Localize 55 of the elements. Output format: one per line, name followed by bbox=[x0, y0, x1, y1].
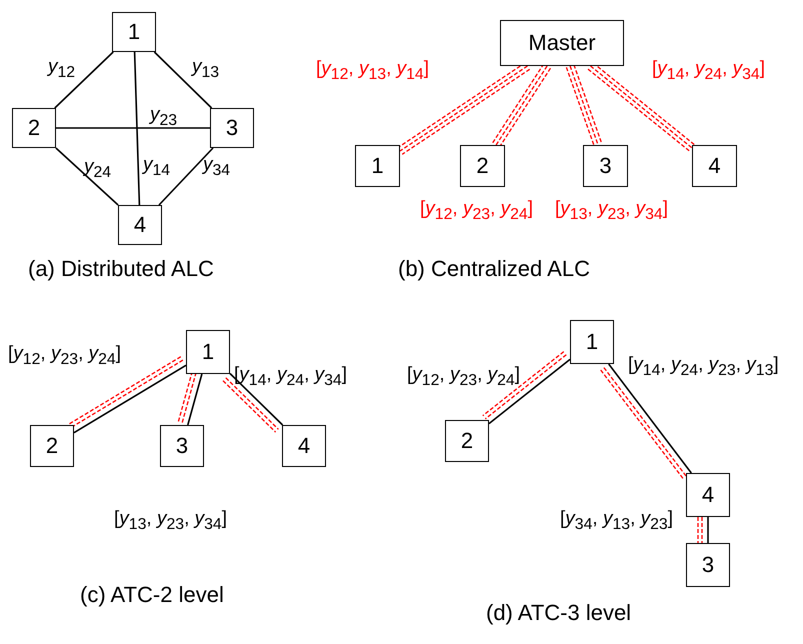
edge-label: y$_{24}$ bbox=[84, 156, 112, 182]
connector-line bbox=[134, 52, 140, 206]
node-box: 3 bbox=[583, 145, 628, 187]
dashed-line bbox=[697, 516, 703, 544]
connector-line bbox=[187, 374, 203, 426]
caption: (a) Distributed ALC bbox=[28, 256, 214, 282]
edge-label: y$_{34}$ bbox=[203, 154, 230, 180]
dashed-line bbox=[68, 356, 184, 428]
connector-line bbox=[74, 364, 186, 434]
connector-line bbox=[55, 147, 119, 206]
connector-line bbox=[158, 147, 214, 206]
node-box: 3 bbox=[210, 108, 254, 148]
node-box: 2 bbox=[445, 420, 489, 462]
connector-line bbox=[488, 358, 570, 424]
edge-label: [y$_{12}$, y$_{13}$, y$_{14}$] bbox=[316, 58, 430, 84]
node-box: 1 bbox=[570, 320, 614, 364]
edge-label: [y$_{13}$, y$_{23}$, y$_{34}$] bbox=[555, 198, 668, 224]
dashed-line bbox=[566, 64, 602, 147]
node-box: 3 bbox=[686, 543, 730, 587]
edge-label: y$_{12}$ bbox=[48, 56, 76, 82]
dashed-line bbox=[492, 63, 552, 148]
node-box: 2 bbox=[30, 425, 74, 467]
edge-label: [y$_{12}$, y$_{23}$, y$_{24}$] bbox=[407, 364, 520, 390]
connector-line bbox=[154, 51, 212, 109]
dashed-line bbox=[600, 366, 688, 480]
node-box: 1 bbox=[355, 145, 400, 187]
node-box: 2 bbox=[460, 145, 505, 187]
dashed-line bbox=[482, 350, 567, 420]
node-box: 1 bbox=[112, 12, 156, 52]
node-box: Master bbox=[500, 20, 624, 66]
caption: (b) Centralized ALC bbox=[398, 256, 590, 282]
node-box: 1 bbox=[186, 330, 230, 374]
connector-line bbox=[229, 372, 284, 426]
node-box: 4 bbox=[282, 425, 326, 467]
connector-line bbox=[707, 517, 709, 543]
dashed-line bbox=[222, 377, 280, 433]
caption: (d) ATC-3 level bbox=[486, 600, 632, 626]
node-box: 4 bbox=[118, 205, 162, 245]
node-box: 3 bbox=[160, 425, 204, 467]
node-box: 2 bbox=[12, 108, 56, 148]
edge-label: [y$_{13}$, y$_{23}$, y$_{34}$] bbox=[114, 508, 228, 534]
edge-label: [y$_{14}$, y$_{24}$, y$_{23}$, y$_{13}$] bbox=[628, 354, 779, 380]
connector-line bbox=[54, 51, 114, 109]
node-box: 4 bbox=[686, 473, 730, 517]
caption: (c) ATC-2 level bbox=[80, 582, 224, 608]
connector-line bbox=[608, 364, 692, 474]
edge-label: [y$_{14}$, y$_{24}$, y$_{34}$] bbox=[652, 58, 766, 84]
connector-line bbox=[56, 127, 210, 129]
edge-label: [y$_{12}$, y$_{23}$, y$_{24}$] bbox=[8, 343, 122, 369]
edge-label: y$_{23}$ bbox=[150, 104, 178, 130]
node-box: 4 bbox=[692, 145, 737, 187]
edge-label: [y$_{34}$, y$_{13}$, y$_{23}$] bbox=[560, 508, 674, 534]
edge-label: [y$_{12}$, y$_{23}$, y$_{24}$] bbox=[420, 198, 534, 224]
edge-label: y$_{13}$ bbox=[192, 56, 220, 82]
edge-label: y$_{14}$ bbox=[143, 154, 170, 180]
